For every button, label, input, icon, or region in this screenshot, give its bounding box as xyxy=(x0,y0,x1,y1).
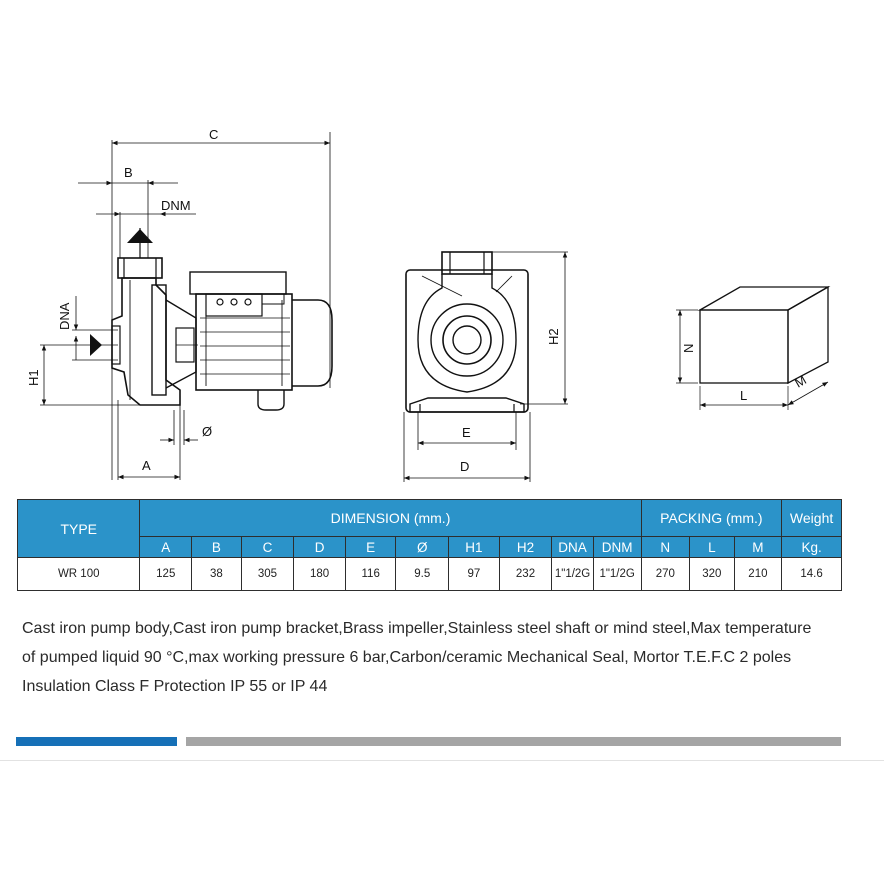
column-header-12: M xyxy=(733,536,783,558)
footer-bar-gray xyxy=(186,737,841,746)
dim-label-c: C xyxy=(209,127,218,142)
value-cell-2: 305 xyxy=(240,557,295,591)
value-cell-4: 116 xyxy=(344,557,397,591)
dim-label-h2: H2 xyxy=(546,328,561,345)
dim-label-l: L xyxy=(740,388,747,403)
dim-label-b: B xyxy=(124,165,133,180)
type-header: TYPE xyxy=(16,499,141,558)
column-header-7: H2 xyxy=(498,536,553,558)
column-header-3: D xyxy=(293,536,346,558)
column-header-5: Ø xyxy=(395,536,450,558)
column-header-0: A xyxy=(139,536,193,558)
column-header-6: H1 xyxy=(448,536,500,558)
value-cell-0: 125 xyxy=(139,557,193,591)
column-header-9: DNM xyxy=(592,536,642,558)
dim-label-d: D xyxy=(460,459,469,474)
pump-front-view xyxy=(403,251,568,482)
value-cell-3: 180 xyxy=(293,557,346,591)
column-header-11: L xyxy=(689,536,735,558)
column-header-2: C xyxy=(240,536,295,558)
divider xyxy=(0,760,884,761)
spec-table: TYPE DIMENSION (mm.) PACKING (mm.) Weigh… xyxy=(16,499,842,591)
description-line-2: of pumped liquid 90 °C,max working press… xyxy=(22,649,792,666)
dim-label-e: E xyxy=(462,425,471,440)
dim-label-phi: Ø xyxy=(202,424,212,439)
footer-bar-blue xyxy=(16,737,177,746)
value-cell-5: 9.5 xyxy=(395,557,450,591)
dim-label-dna: DNA xyxy=(57,302,72,330)
weight-header: Weight xyxy=(781,499,842,537)
column-header-4: E xyxy=(344,536,397,558)
column-header-8: DNA xyxy=(551,536,594,558)
value-cell-10: 270 xyxy=(640,557,691,591)
type-cell: WR 100 xyxy=(16,557,141,591)
dim-label-n: N xyxy=(681,344,696,353)
dim-label-h1: H1 xyxy=(26,369,41,386)
column-header-1: B xyxy=(191,536,242,558)
dim-label-a: A xyxy=(142,458,151,473)
value-cell-1: 38 xyxy=(191,557,242,591)
value-cell-9: 1"1/2G xyxy=(592,557,642,591)
technical-drawing: C B DNM DNA H1 A Ø H2 E D N L M xyxy=(26,127,831,482)
dim-label-m: M xyxy=(792,372,809,390)
pump-side-view xyxy=(40,132,333,480)
value-cell-8: 1"1/2G xyxy=(551,557,594,591)
value-cell-13: 14.6 xyxy=(781,557,842,591)
product-description: Cast iron pump body,Cast iron pump brack… xyxy=(22,614,852,701)
dimension-header: DIMENSION (mm.) xyxy=(139,499,642,537)
value-cell-7: 232 xyxy=(498,557,553,591)
packing-header: PACKING (mm.) xyxy=(640,499,783,537)
column-header-13: Kg. xyxy=(781,536,842,558)
column-header-10: N xyxy=(640,536,691,558)
packing-box xyxy=(676,285,831,410)
description-line-3: Insulation Class F Protection IP 55 or I… xyxy=(22,678,328,695)
value-cell-12: 210 xyxy=(733,557,783,591)
value-cell-11: 320 xyxy=(689,557,735,591)
dimension-labels: C B DNM DNA H1 A Ø H2 E D N L M xyxy=(26,127,809,474)
dim-label-dnm: DNM xyxy=(161,198,191,213)
value-cell-6: 97 xyxy=(448,557,500,591)
description-line-1: Cast iron pump body,Cast iron pump brack… xyxy=(22,620,812,637)
